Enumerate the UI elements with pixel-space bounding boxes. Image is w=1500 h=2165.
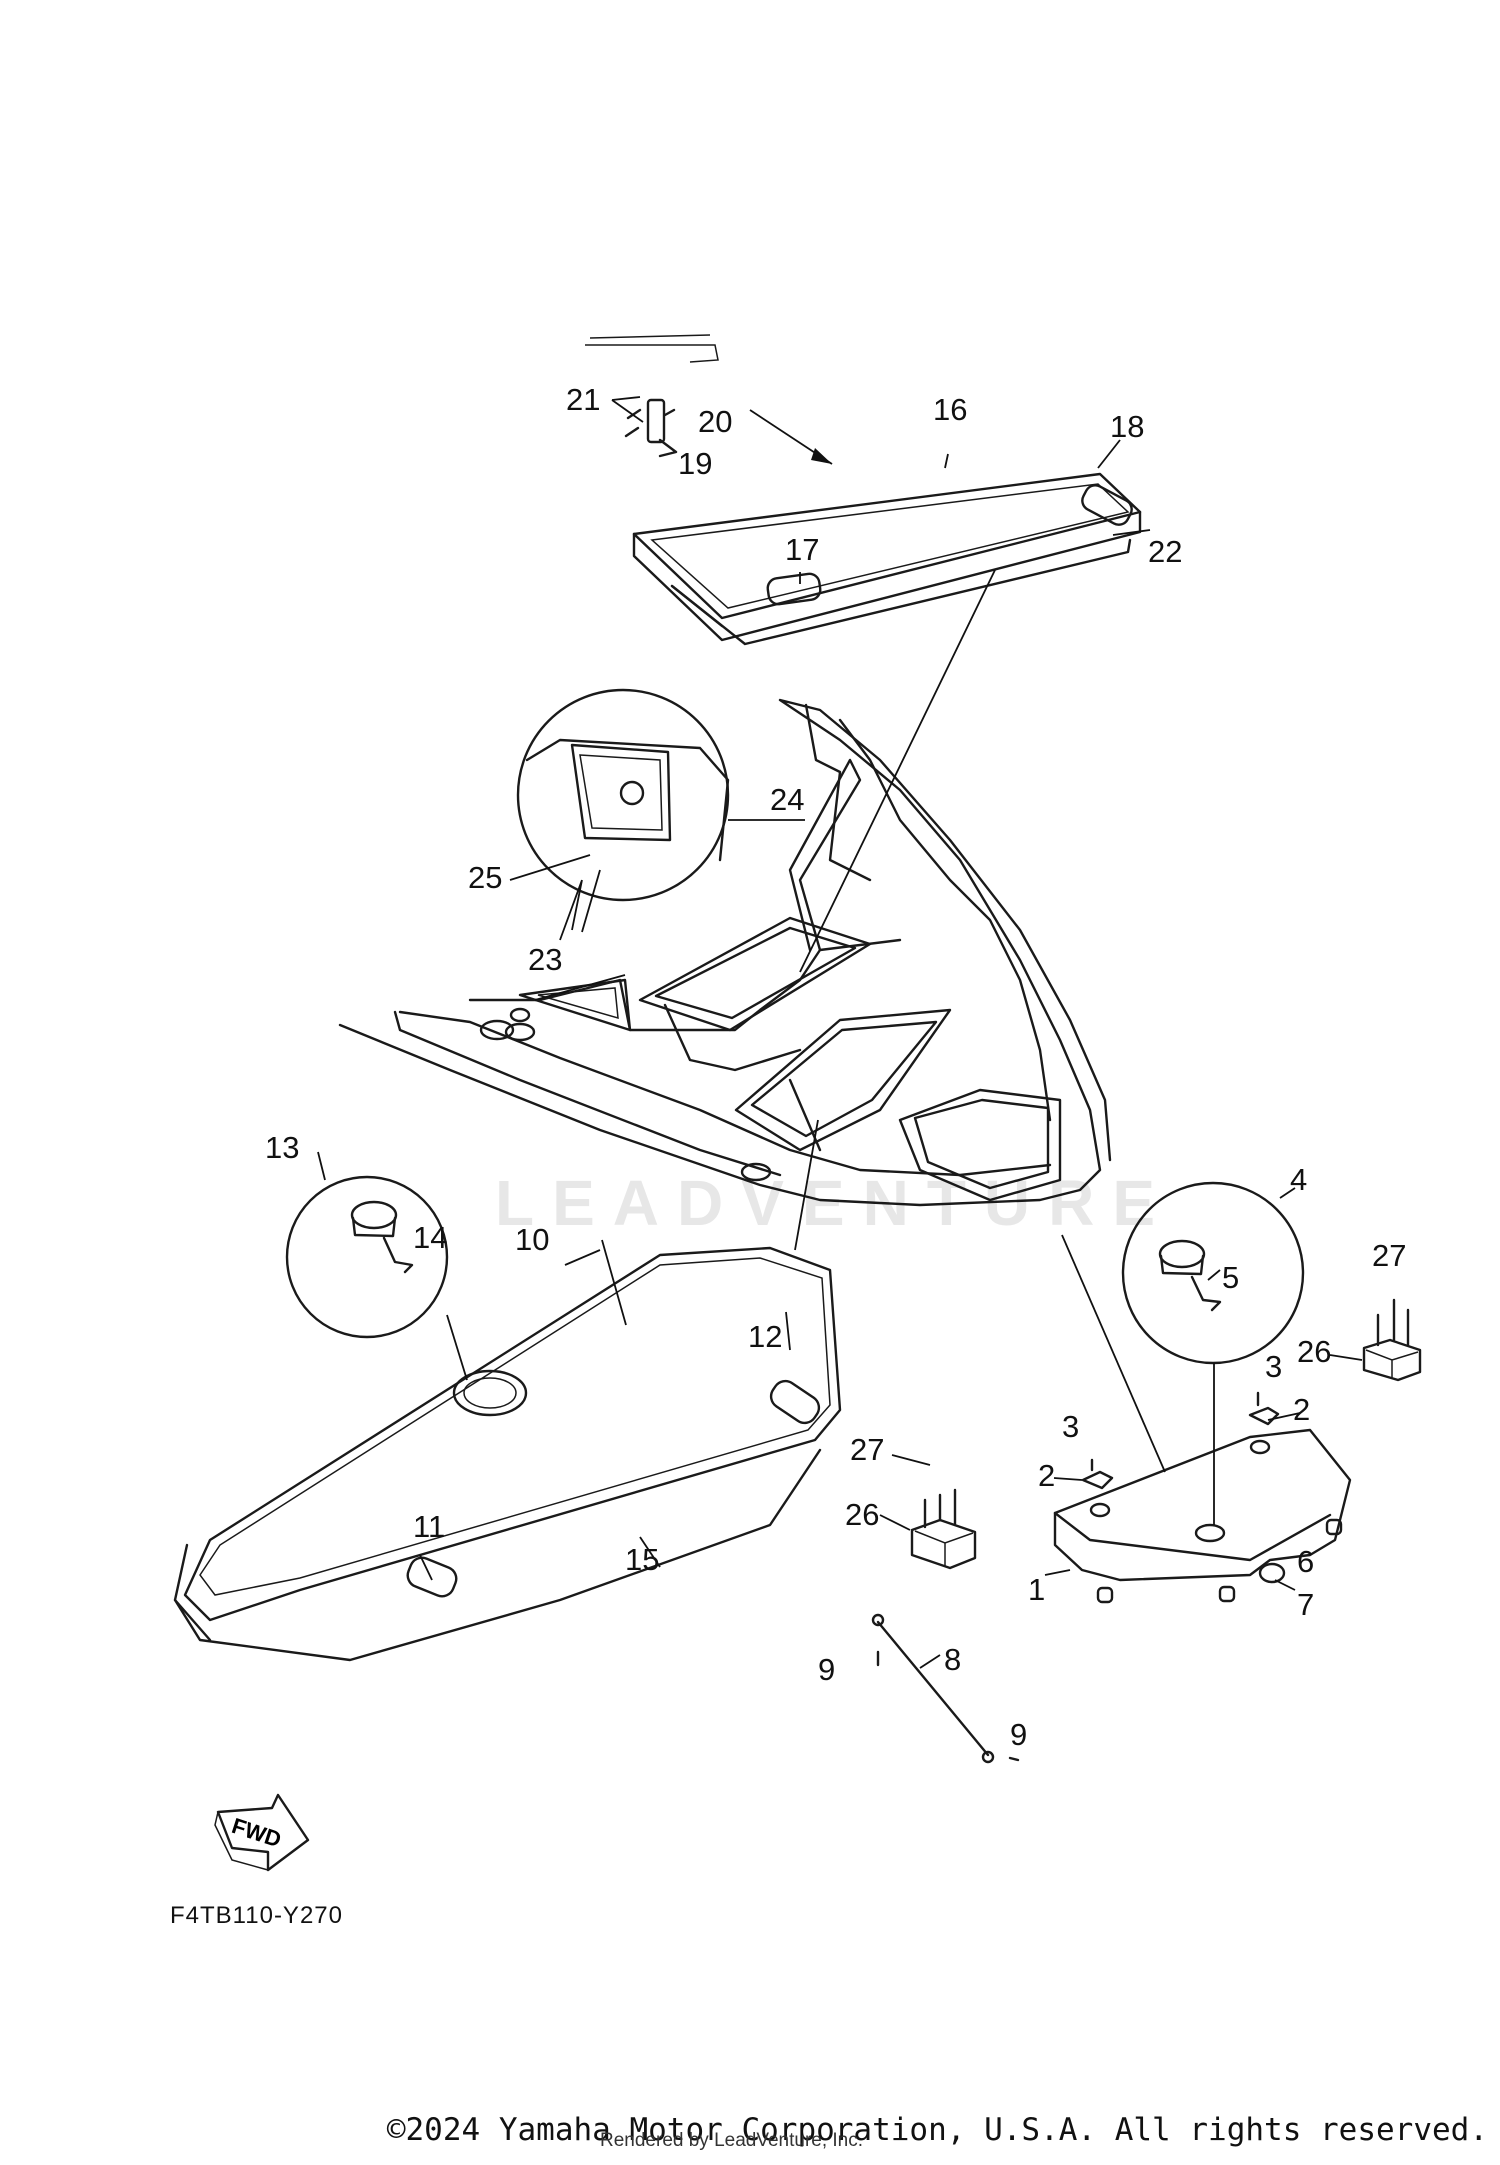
- callout-9: 9: [1010, 1717, 1027, 1752]
- foot-pad: [1053, 1428, 1352, 1604]
- callout-19: 19: [678, 446, 712, 481]
- callout-16: 16: [933, 392, 967, 427]
- clip-left: [910, 1488, 977, 1570]
- callout-5: 5: [1222, 1260, 1239, 1295]
- diagram-code: F4TB110-Y270: [170, 1902, 343, 1929]
- callout-10: 10: [515, 1222, 549, 1257]
- deck-hull: [338, 698, 1112, 1207]
- callout-8: 8: [944, 1642, 961, 1677]
- leader-lines: [317, 396, 1363, 1669]
- lid-bracket: [585, 334, 719, 458]
- callout-2: 2: [1038, 1458, 1055, 1493]
- callout-14: 14: [413, 1220, 447, 1255]
- callout-11: 11: [413, 1509, 445, 1544]
- detail-circle-plug-pad: [1121, 1181, 1305, 1365]
- callout-2: 2: [1293, 1392, 1310, 1427]
- front-storage-lid: [632, 472, 1142, 646]
- callout-15: 15: [625, 1542, 659, 1577]
- clip-right: [1362, 1298, 1422, 1382]
- clamp-small: [1081, 1391, 1280, 1490]
- callout-3: 3: [1265, 1349, 1282, 1384]
- callout-1: 1: [1028, 1572, 1045, 1607]
- fwd-arrow: FWD: [214, 1793, 310, 1872]
- callout-17: 17: [785, 532, 819, 567]
- callout-24: 24: [770, 782, 804, 817]
- callout-21: 21: [566, 382, 600, 417]
- callout-25: 25: [468, 860, 502, 895]
- callout-3: 3: [1062, 1409, 1079, 1444]
- callout-22: 22: [1148, 534, 1182, 569]
- callout-18: 18: [1110, 409, 1144, 444]
- callout-7: 7: [1297, 1587, 1314, 1622]
- support-rod: [871, 1613, 1020, 1764]
- detail-circle-hatch: [516, 688, 730, 902]
- callout-6: 6: [1297, 1544, 1314, 1579]
- callout-labels: 1 2 2 3 3 4 5 6 7 8 9 9 10 11 12 13 14 1…: [265, 382, 1406, 1752]
- rendered-by-credit: Rendered by LeadVenture, Inc.: [600, 2130, 864, 2151]
- callout-13: 13: [265, 1130, 299, 1165]
- watermark: LEADVENTURE: [495, 1167, 1173, 1239]
- deck-mat: [173, 1246, 842, 1662]
- callout-23: 23: [528, 942, 562, 977]
- callout-26: 26: [1297, 1334, 1331, 1369]
- callout-27: 27: [850, 1432, 884, 1467]
- fwd-label: FWD: [229, 1813, 284, 1852]
- callout-12: 12: [748, 1319, 782, 1354]
- copyright-notice: ©2024 Yamaha Motor Corporation, U.S.A. A…: [386, 2112, 1488, 2148]
- callout-27: 27: [1372, 1238, 1406, 1273]
- callout-9: 9: [818, 1652, 835, 1687]
- callout-26: 26: [845, 1497, 879, 1532]
- callout-20: 20: [698, 404, 732, 439]
- detail-circle-drain-plug: [285, 1175, 449, 1339]
- callout-4: 4: [1290, 1162, 1307, 1197]
